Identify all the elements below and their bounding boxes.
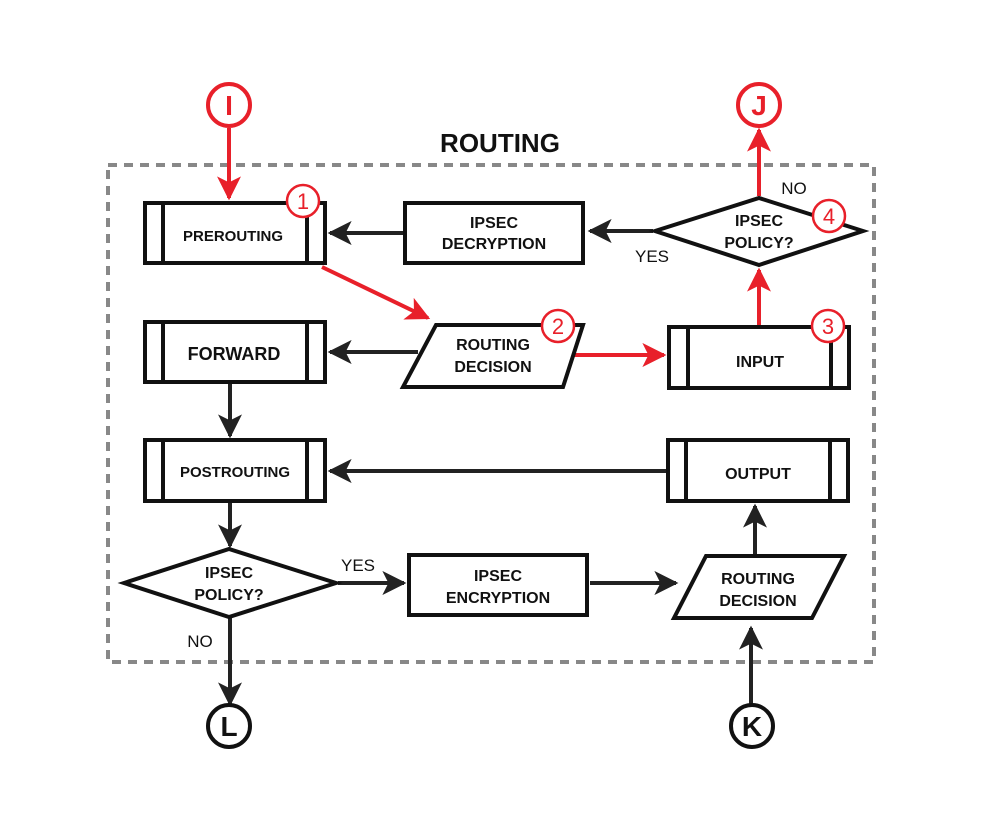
connector-label: I: [225, 90, 233, 121]
edge-label-top-yes: YES: [635, 247, 669, 266]
node-label: DECISION: [454, 359, 531, 376]
node-label: ROUTING: [456, 337, 530, 354]
node-label: ENCRYPTION: [446, 590, 550, 607]
step-badge-2: 2: [540, 308, 576, 344]
node-postrouting[interactable]: POSTROUTING: [143, 438, 327, 503]
edge-label-bottom-no: NO: [187, 632, 213, 651]
node-output[interactable]: OUTPUT: [666, 438, 850, 503]
step-badge-3: 3: [810, 308, 846, 344]
node-label: DECISION: [719, 593, 796, 610]
node-label: FORWARD: [188, 344, 281, 364]
node-routing-decision-bottom[interactable]: ROUTING DECISION: [670, 554, 848, 620]
svg-text:1: 1: [297, 189, 309, 214]
node-label: ROUTING: [721, 571, 795, 588]
node-routing-decision-top[interactable]: ROUTING DECISION: [399, 323, 586, 389]
node-label: POLICY?: [724, 235, 793, 252]
connector-l[interactable]: L: [206, 703, 252, 749]
edge-prerouting-to-routing-decision: [321, 265, 431, 320]
node-label: DECRYPTION: [442, 236, 546, 253]
routing-boundary: [106, 163, 876, 664]
connector-label: K: [742, 711, 762, 742]
connector-k[interactable]: K: [729, 703, 775, 749]
svg-text:3: 3: [822, 314, 834, 339]
step-badge-1: 1: [285, 183, 321, 219]
node-ipsec-encryption[interactable]: IPSEC ENCRYPTION: [407, 553, 589, 617]
node-label: POLICY?: [194, 587, 263, 604]
svg-text:4: 4: [823, 204, 835, 229]
svg-text:2: 2: [552, 314, 564, 339]
node-label: POSTROUTING: [180, 464, 290, 481]
node-forward[interactable]: FORWARD: [143, 320, 327, 384]
connector-label: L: [220, 711, 237, 742]
node-label: PREROUTING: [183, 228, 283, 245]
connector-label: J: [751, 90, 767, 121]
diagram-title: ROUTING: [440, 128, 560, 158]
connector-j[interactable]: J: [736, 82, 782, 128]
node-label: OUTPUT: [725, 466, 791, 483]
edge-label-top-no: NO: [781, 179, 807, 198]
node-ipsec-policy-top[interactable]: IPSEC POLICY?: [648, 195, 870, 268]
step-badge-4: 4: [811, 198, 847, 234]
connector-i[interactable]: I: [206, 82, 252, 128]
node-ipsec-decryption[interactable]: IPSEC DECRYPTION: [403, 201, 585, 265]
edge-label-bottom-yes: YES: [341, 556, 375, 575]
node-label: IPSEC: [735, 213, 783, 230]
node-label: INPUT: [736, 354, 784, 371]
node-label: IPSEC: [470, 215, 518, 232]
node-label: IPSEC: [474, 568, 522, 585]
node-label: IPSEC: [205, 565, 253, 582]
node-ipsec-policy-bottom[interactable]: IPSEC POLICY?: [117, 546, 343, 620]
